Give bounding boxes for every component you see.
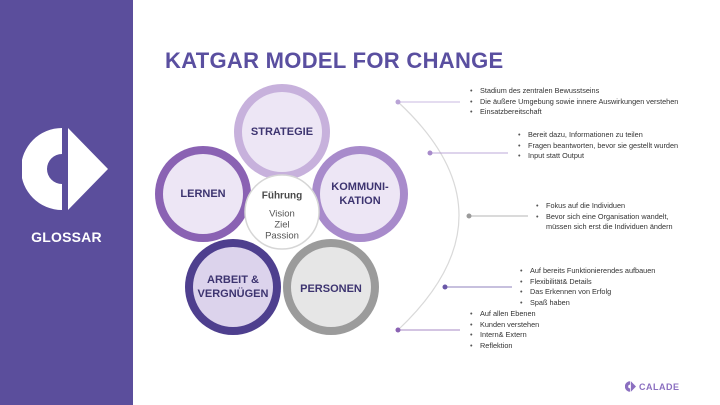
calade-logo-icon (22, 128, 108, 210)
center-title: Führung (261, 190, 303, 202)
brand: CALADE (625, 381, 680, 392)
glossar-label: GLOSSAR (31, 229, 102, 245)
petal-label-arbeit-vergnuegen: ARBEIT &VERGNÜGEN (197, 274, 269, 300)
bullet-item: Input statt Output (518, 151, 678, 162)
bullet-item: Auf bereits Funktionierendes aufbauen (520, 266, 655, 277)
calade-small-logo-icon (625, 381, 636, 392)
bullet-item: Fokus auf die Individuen (536, 201, 673, 212)
page-title: KATGAR MODEL FOR CHANGE (165, 48, 504, 73)
center-word-ziel: Ziel (274, 219, 290, 231)
center-circle (244, 174, 320, 250)
diagram-arc (397, 101, 460, 331)
petal-label-lernen: LERNEN (180, 188, 226, 200)
connector-dot-personen (466, 213, 472, 219)
petal-label-kommunikation: KOMMUNI-KATION (331, 181, 389, 207)
bullet-item: Das Erkennen von Erfolg (520, 287, 655, 298)
bullet-group-lernen: Auf allen Ebenen Kunden verstehen Intern… (470, 309, 539, 351)
center-word-passion: Passion (265, 230, 299, 242)
connector-dot-lernen (395, 327, 401, 333)
bullet-item: Kunden verstehen (470, 320, 539, 331)
connector-lines (398, 101, 528, 331)
petal-label-strategie: STRATEGIE (250, 126, 314, 138)
bullet-item: Stadium des zentralen Bewusstseins (470, 86, 678, 97)
bullet-item: Die äußere Umgebung sowie innere Auswirk… (470, 97, 678, 108)
petal-strategie (234, 84, 330, 180)
bullet-item: Bereit dazu, Informationen zu teilen (518, 130, 678, 141)
bullet-item: Intern& Extern (470, 330, 539, 341)
connector-dot-strategie (395, 99, 401, 105)
bullet-item: Fragen beantworten, bevor sie gestellt w… (518, 141, 678, 152)
brand-name: CALADE (639, 381, 680, 392)
bullet-group-kommunikation: Bereit dazu, Informationen zu teilen Fra… (518, 130, 678, 162)
bullet-item: Flexibilität& Details (520, 277, 655, 288)
bullet-group-strategie: Stadium des zentralen Bewusstseins Die ä… (470, 86, 678, 118)
petal-label-personen: PERSONEN (300, 283, 362, 295)
bullet-item: Spaß haben (520, 298, 655, 309)
petal-personen (283, 239, 379, 335)
bullet-item: Reflektion (470, 341, 539, 352)
center-words: Vision Ziel Passion (265, 209, 299, 242)
bullet-item: Einsatzbereitschaft (470, 107, 678, 118)
connector-dot-kommunikation (427, 150, 433, 156)
bullet-group-personen: Fokus auf die Individuen Bevor sich eine… (536, 201, 673, 233)
sidebar: GLOSSAR (0, 0, 133, 405)
petal-lernen (155, 146, 251, 242)
connector-dot-arbeit (442, 284, 448, 290)
bullet-item: Bevor sich eine Organisation wandelt, mü… (536, 212, 673, 233)
connector-dots (395, 99, 472, 333)
center-word-vision: Vision (269, 208, 295, 220)
bullet-item: Auf allen Ebenen (470, 309, 539, 320)
petal-arbeit-vergnuegen (185, 239, 281, 335)
petal-kommunikation (312, 146, 408, 242)
bullet-group-arbeit: Auf bereits Funktionierendes aufbauen Fl… (520, 266, 655, 308)
